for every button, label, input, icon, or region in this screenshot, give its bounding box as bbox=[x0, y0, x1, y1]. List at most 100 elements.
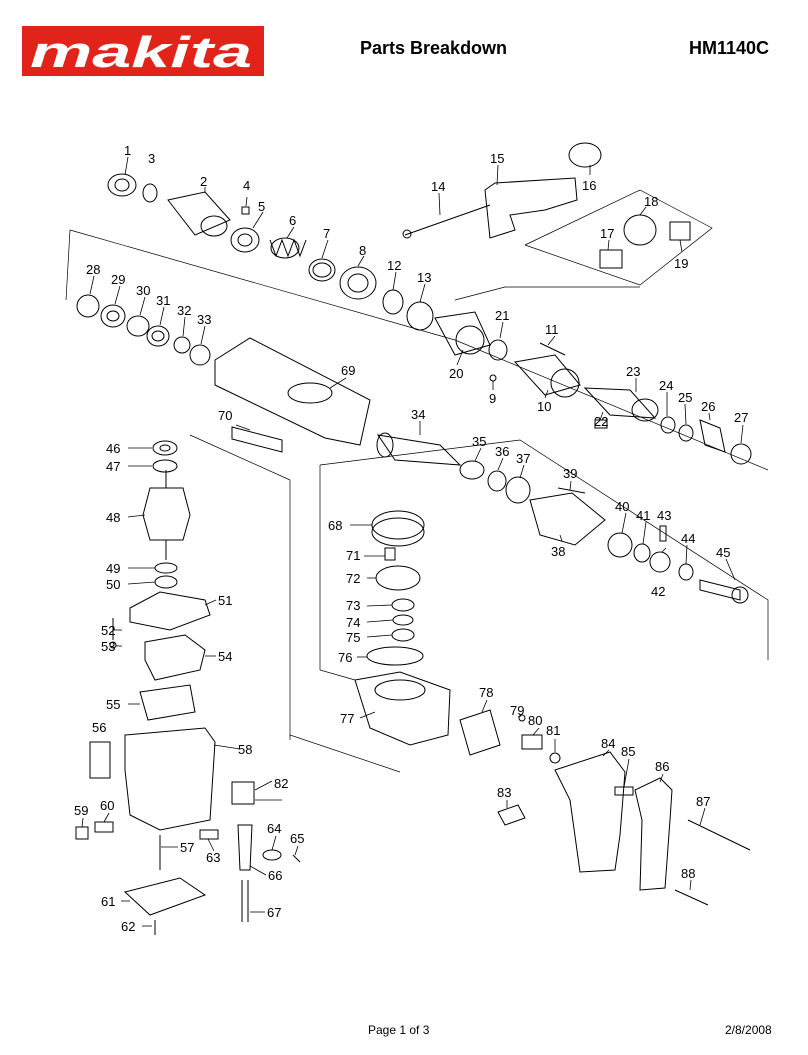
part-54-field bbox=[144, 634, 206, 681]
callout-40: 40 bbox=[615, 499, 629, 514]
callout-57: 57 bbox=[180, 840, 194, 855]
callout-4: 4 bbox=[243, 178, 250, 193]
callout-11: 11 bbox=[545, 322, 559, 337]
callout-39: 39 bbox=[563, 466, 577, 481]
callout-58: 58 bbox=[238, 742, 252, 757]
part-65-screw bbox=[292, 854, 301, 863]
callout-53: 53 bbox=[101, 639, 115, 654]
part-55-brush-holder bbox=[139, 684, 196, 721]
part-76-oring bbox=[366, 646, 424, 666]
part-46-bearing bbox=[152, 440, 178, 456]
part-25-ring bbox=[678, 424, 694, 442]
callout-47: 47 bbox=[106, 459, 120, 474]
part-20-housing bbox=[434, 311, 491, 356]
callout-12: 12 bbox=[387, 258, 401, 273]
callout-85: 85 bbox=[621, 744, 635, 759]
callout-63: 63 bbox=[206, 850, 220, 865]
callout-70: 70 bbox=[218, 408, 232, 423]
part-87-screw bbox=[687, 819, 751, 851]
callout-21: 21 bbox=[495, 308, 509, 323]
callout-60: 60 bbox=[100, 798, 114, 813]
brand-wordmark: makita bbox=[30, 28, 252, 76]
part-19-block bbox=[669, 221, 691, 241]
part-88-screw bbox=[674, 889, 709, 906]
callout-64: 64 bbox=[267, 821, 281, 836]
callout-87: 87 bbox=[696, 794, 710, 809]
part-41-ring bbox=[633, 543, 651, 563]
part-58-motor-housing bbox=[124, 727, 216, 831]
callout-27: 27 bbox=[734, 410, 748, 425]
part-82-capacitor bbox=[231, 781, 255, 805]
callout-26: 26 bbox=[701, 399, 715, 414]
callout-23: 23 bbox=[626, 364, 640, 379]
part-42-bearing bbox=[649, 551, 671, 573]
part-64-clamp bbox=[262, 849, 282, 861]
callout-9: 9 bbox=[489, 391, 496, 406]
part-8-nut bbox=[339, 266, 377, 300]
callout-72: 72 bbox=[346, 571, 360, 586]
part-80-switch bbox=[521, 734, 543, 750]
part-13-ring bbox=[406, 301, 434, 331]
callout-73: 73 bbox=[346, 598, 360, 613]
callout-77: 77 bbox=[340, 711, 354, 726]
part-17-block bbox=[599, 249, 623, 269]
callout-75: 75 bbox=[346, 630, 360, 645]
part-48-armature bbox=[142, 470, 191, 560]
callout-65: 65 bbox=[290, 831, 304, 846]
callout-41: 41 bbox=[636, 508, 650, 523]
part-12-ring bbox=[382, 289, 404, 315]
part-72-gear bbox=[375, 565, 421, 591]
part-71-pin bbox=[384, 547, 396, 561]
callout-80: 80 bbox=[528, 713, 542, 728]
callout-56: 56 bbox=[92, 720, 106, 735]
callout-61: 61 bbox=[101, 894, 115, 909]
page-title: Parts Breakdown bbox=[360, 38, 508, 58]
part-24-ring bbox=[660, 416, 676, 434]
part-44-ring bbox=[678, 563, 694, 581]
callout-6: 6 bbox=[289, 213, 296, 228]
part-78-switch-box bbox=[459, 709, 501, 756]
callout-37: 37 bbox=[516, 451, 530, 466]
part-10-cylinder bbox=[514, 354, 581, 398]
callout-44: 44 bbox=[681, 531, 695, 546]
part-7-ring bbox=[308, 258, 336, 282]
part-35-ring bbox=[459, 460, 485, 480]
part-70-label bbox=[231, 426, 283, 453]
callout-3: 3 bbox=[148, 151, 155, 166]
callout-31: 31 bbox=[156, 293, 170, 308]
model-number: HM1140C bbox=[689, 38, 770, 58]
part-75-bearing bbox=[391, 628, 415, 642]
part-47-ring bbox=[152, 459, 178, 473]
callout-45: 45 bbox=[716, 545, 730, 560]
callout-68: 68 bbox=[328, 518, 342, 533]
part-60-brush bbox=[94, 821, 114, 833]
part-27-ring bbox=[730, 443, 752, 465]
part-16-grip bbox=[568, 142, 602, 168]
part-32-ring bbox=[173, 336, 191, 354]
callout-43: 43 bbox=[657, 508, 671, 523]
part-18-band bbox=[623, 214, 657, 246]
callout-16: 16 bbox=[582, 178, 596, 193]
section-frames bbox=[65, 189, 769, 773]
callout-81: 81 bbox=[546, 723, 560, 738]
part-63-holder bbox=[199, 829, 219, 840]
part-9-ball bbox=[489, 374, 497, 382]
part-68-gear-cover bbox=[371, 510, 425, 547]
callout-35: 35 bbox=[472, 434, 486, 449]
callout-82: 82 bbox=[274, 776, 288, 791]
part-1-cap bbox=[107, 173, 137, 197]
callout-7: 7 bbox=[323, 226, 330, 241]
part-28-ring bbox=[76, 294, 100, 318]
callout-55: 55 bbox=[106, 697, 120, 712]
callout-54: 54 bbox=[218, 649, 232, 664]
callout-69: 69 bbox=[341, 363, 355, 378]
part-86-handle-cover bbox=[634, 777, 673, 891]
part-79-spring bbox=[518, 714, 526, 722]
callout-2: 2 bbox=[200, 174, 207, 189]
callout-22: 22 bbox=[594, 414, 608, 429]
callout-50: 50 bbox=[106, 577, 120, 592]
part-29-ring bbox=[100, 304, 126, 328]
callout-49: 49 bbox=[106, 561, 120, 576]
part-31-bearing bbox=[146, 325, 170, 347]
part-21-ring bbox=[488, 339, 508, 361]
